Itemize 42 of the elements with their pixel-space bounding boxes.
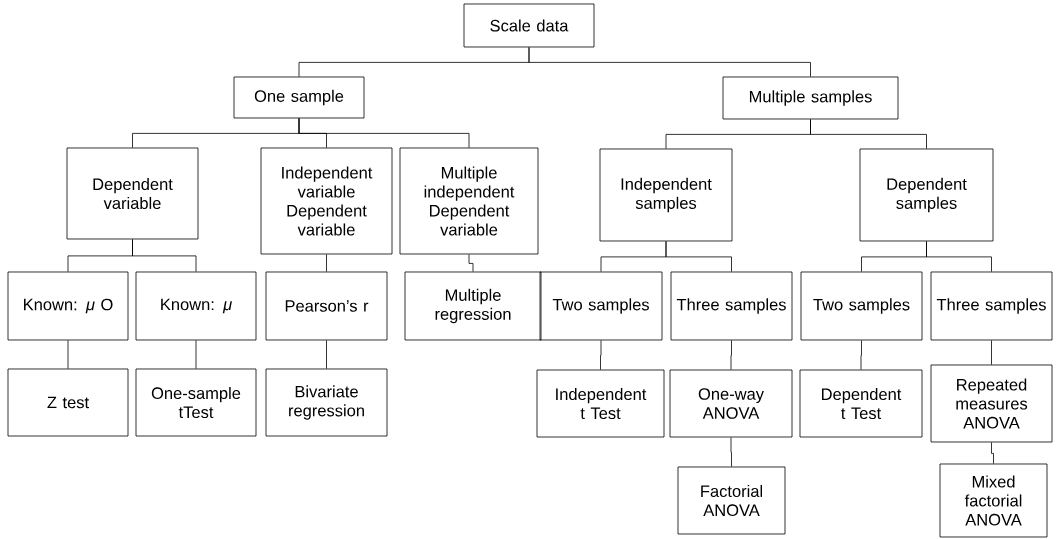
- process-box: Three samples: [930, 271, 1053, 341]
- process-box: Z test: [7, 368, 129, 437]
- connector-line: [195, 340, 197, 369]
- process-box: One-sample tTest: [135, 368, 257, 437]
- connector-line: [665, 241, 732, 272]
- process-box: Independent samples: [599, 148, 733, 242]
- connector-line: [528, 47, 811, 77]
- process-box: Bivariate regression: [265, 368, 388, 437]
- process-box: Factorial ANOVA: [677, 466, 786, 535]
- connector-line: [730, 340, 732, 370]
- connector-line: [810, 119, 927, 149]
- connector-line: [468, 254, 474, 272]
- process-box: One-way ANOVA: [669, 369, 793, 438]
- connector-line: [991, 340, 992, 365]
- connector-line: [991, 442, 994, 464]
- process-box: Dependent t Test: [799, 369, 923, 438]
- process-box: Mixed factorial ANOVA: [939, 463, 1048, 538]
- connector-line: [326, 254, 327, 272]
- connector-line: [860, 340, 862, 370]
- process-box: Known: μ O: [7, 271, 129, 341]
- process-box: Multiple regression: [404, 271, 542, 341]
- process-box: Repeated measures ANOVA: [930, 364, 1053, 443]
- connector-line: [298, 118, 470, 148]
- connector-line: [730, 437, 732, 467]
- connector-line: [600, 340, 602, 370]
- connector-line: [926, 241, 992, 272]
- process-box: One sample: [233, 76, 365, 119]
- process-box: Scale data: [463, 3, 595, 48]
- process-box: Independent variable Dependent variable: [260, 147, 393, 255]
- connector-line: [326, 340, 327, 369]
- connector-line: [67, 340, 69, 369]
- process-box: Two samples: [539, 271, 663, 341]
- process-box: Three samples: [670, 271, 793, 341]
- process-box: Independent t Test: [536, 369, 665, 438]
- process-box: Pearson’s r: [265, 271, 388, 341]
- connector-line: [132, 239, 197, 272]
- process-box: Dependent variable: [66, 147, 199, 240]
- process-box: Two samples: [800, 271, 923, 341]
- process-box: Dependent samples: [859, 148, 994, 242]
- process-box: Multiple independent Dependent variable: [399, 147, 539, 255]
- process-box: Multiple samples: [722, 76, 899, 120]
- process-box: Known: μ: [135, 271, 257, 341]
